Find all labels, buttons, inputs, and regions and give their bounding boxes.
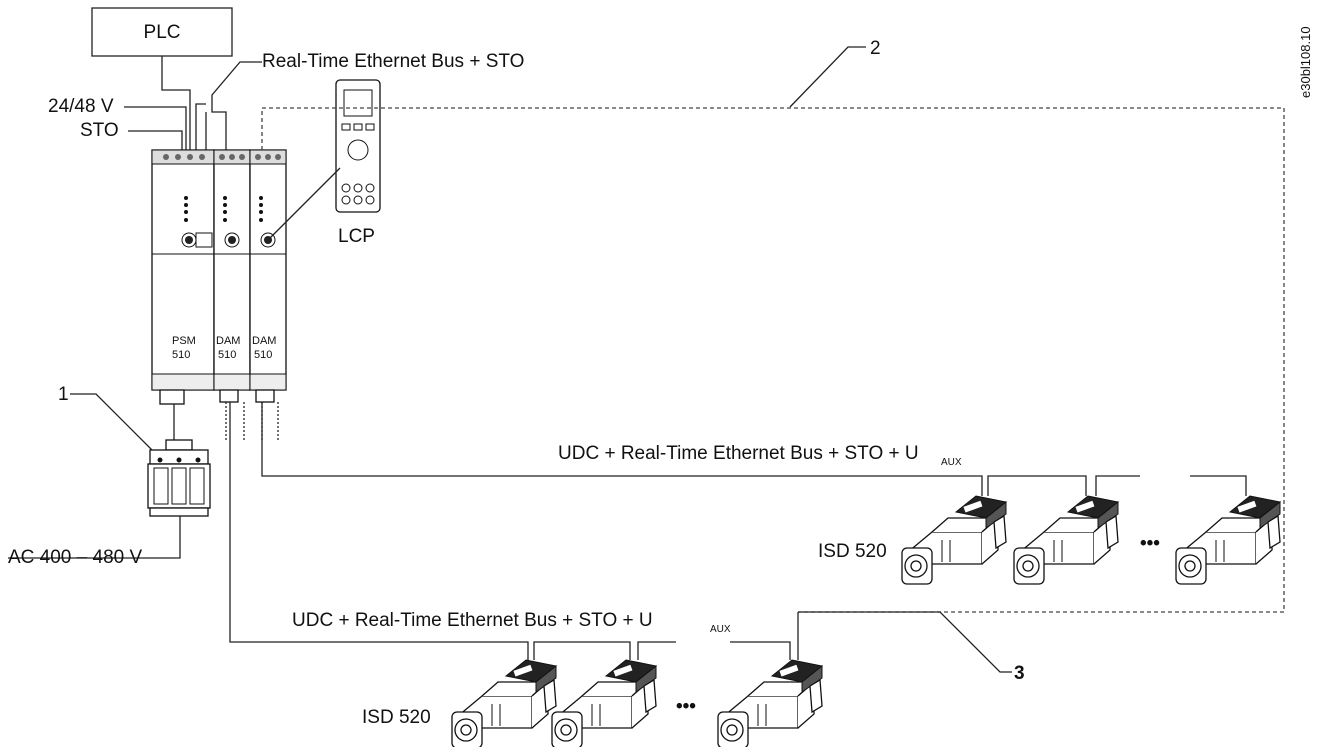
dam1-name: DAM <box>216 335 240 347</box>
callout-2-leader <box>789 46 866 108</box>
upper-servo-3 <box>1175 495 1281 585</box>
upper-servo-2 <box>1013 495 1119 585</box>
upper-ellipsis: ••• <box>1140 533 1160 554</box>
lcp-label: LCP <box>338 226 375 247</box>
lower-bus-label: UDC + Real-Time Ethernet Bus + STO + U <box>292 610 653 631</box>
bus-top-label: Real-Time Ethernet Bus + STO <box>262 51 524 72</box>
lcp-panel <box>335 79 381 213</box>
dam1-num: 510 <box>218 349 236 361</box>
upper-isd-label: ISD 520 <box>818 541 887 562</box>
lower-isd-label: ISD 520 <box>362 707 431 728</box>
dam-module-1 <box>213 149 251 403</box>
dam2-name: DAM <box>252 335 276 347</box>
dam2-num: 510 <box>254 349 272 361</box>
ac-wire <box>8 516 181 559</box>
dam-module-2 <box>249 149 287 403</box>
plc-wire <box>161 56 191 150</box>
psm-name: PSM <box>172 335 196 347</box>
upper-bus-label: UDC + Real-Time Ethernet Bus + STO + U <box>558 443 919 464</box>
ac-label: AC 400 – 480 V <box>8 547 142 568</box>
callout-2: 2 <box>870 38 881 59</box>
dashed-frame <box>261 107 1285 613</box>
plc-box <box>91 7 233 57</box>
figure-id: e30bl108.10 <box>1298 26 1313 98</box>
mains-filter <box>147 439 211 517</box>
lower-servo-3 <box>717 659 823 749</box>
lower-bus-sub: AUX <box>710 624 731 635</box>
psm-module <box>151 149 215 405</box>
callout-1: 1 <box>58 384 69 405</box>
sto-wire <box>128 130 183 150</box>
lower-chain-wire <box>229 402 529 660</box>
upper-bus-sub: AUX <box>941 457 962 468</box>
lcp-wire <box>267 167 341 241</box>
upper-chain-wire <box>261 402 983 496</box>
psm-num: 510 <box>172 349 190 361</box>
upper-servo-1 <box>901 495 1007 585</box>
callout-3-leader <box>798 611 1012 673</box>
bus-top-wire <box>211 61 262 150</box>
sto-label: STO <box>80 120 119 141</box>
lower-servo-1 <box>451 659 557 749</box>
callout-3: 3 <box>1014 663 1025 684</box>
lower-ellipsis: ••• <box>676 696 696 717</box>
callout-1-leader <box>70 393 159 457</box>
voltage-wire <box>124 106 187 150</box>
voltage-label: 24/48 V <box>48 96 114 117</box>
plc-label: PLC <box>144 22 181 43</box>
lower-servo-2 <box>551 659 657 749</box>
